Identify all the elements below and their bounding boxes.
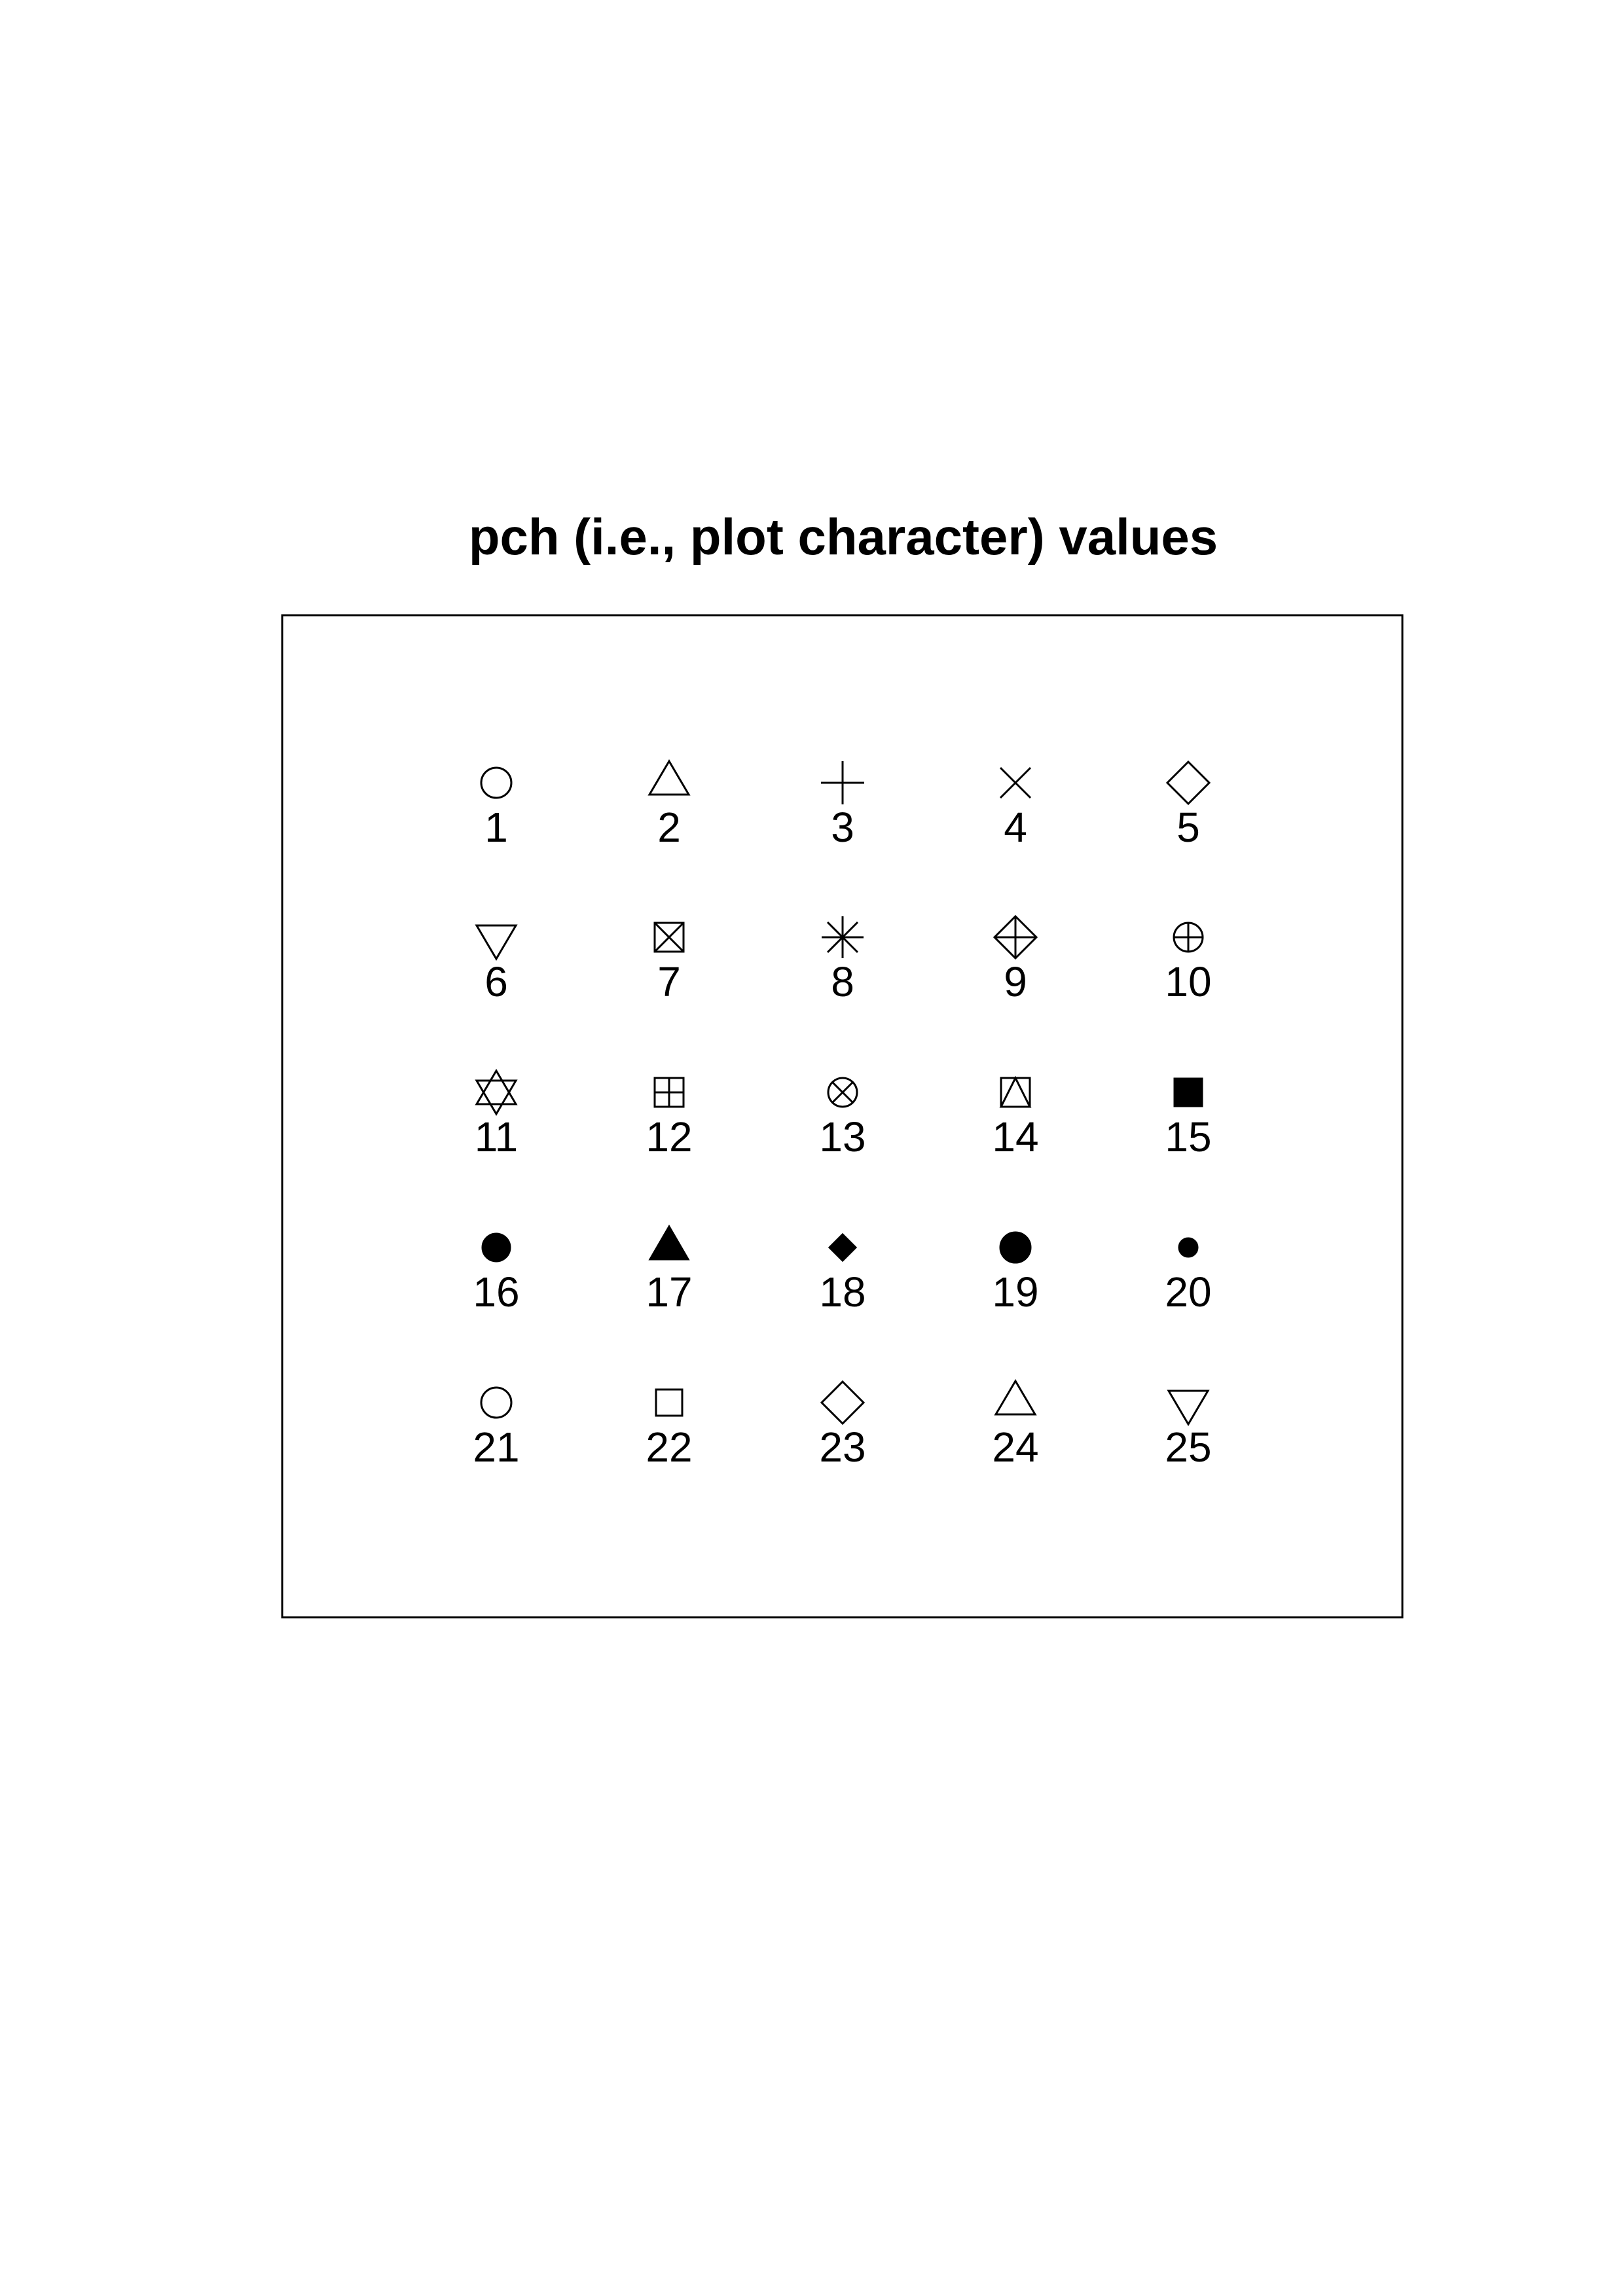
pch-label-23: 23	[819, 1424, 866, 1471]
pch-1-open-circle-icon	[480, 766, 513, 799]
pch-14-square-triangle-icon	[999, 1075, 1032, 1108]
pch-10-circle-plus-icon	[1173, 922, 1204, 953]
pch-17-filled-triangle-up-icon	[648, 1225, 690, 1261]
pch-label-21: 21	[473, 1424, 519, 1471]
pch-label-12: 12	[646, 1113, 692, 1160]
pch-7-square-cross-icon	[653, 922, 685, 953]
pch-label-13: 13	[819, 1113, 866, 1160]
pch-18-filled-diamond-small-icon	[828, 1232, 858, 1263]
pch-label-16: 16	[473, 1268, 519, 1316]
pch-5-open-diamond-icon	[1165, 760, 1211, 806]
pch-label-5: 5	[1176, 804, 1200, 851]
pch-label-4: 4	[1004, 804, 1027, 851]
pch-16-filled-circle-icon	[481, 1232, 511, 1263]
pch-label-11: 11	[475, 1113, 518, 1160]
pch-label-25: 25	[1165, 1424, 1211, 1471]
pch-label-7: 7	[657, 958, 681, 1005]
pch-3-plus-icon	[821, 761, 864, 804]
pch-6-open-triangle-down-icon	[475, 924, 518, 961]
pch-8-asterisk-icon	[822, 916, 864, 958]
pch-9-diamond-plus-icon	[993, 914, 1038, 960]
pch-label-22: 22	[646, 1424, 692, 1471]
pch-21-open-circle-icon	[480, 1386, 513, 1419]
pch-19-filled-circle-large-icon	[999, 1231, 1032, 1264]
pch-label-3: 3	[831, 804, 854, 851]
pch-label-6: 6	[484, 958, 508, 1005]
pch-label-18: 18	[819, 1268, 866, 1316]
chart-title: pch (i.e., plot character) values	[469, 508, 1218, 565]
pch-2-open-triangle-up-icon	[647, 759, 691, 796]
pch-23-open-diamond-icon	[820, 1380, 866, 1426]
pch-13-circle-cross-icon	[827, 1077, 858, 1108]
pch-label-19: 19	[992, 1268, 1038, 1316]
pch-25-open-triangle-down-icon	[1167, 1390, 1210, 1426]
pch-label-2: 2	[657, 804, 681, 851]
pch-label-14: 14	[992, 1113, 1038, 1160]
pch-15-filled-square-icon	[1173, 1077, 1203, 1107]
pch-22-open-square-icon	[655, 1388, 684, 1417]
pch-4-cross-icon	[999, 766, 1032, 799]
pch-label-8: 8	[831, 958, 854, 1005]
pch-label-20: 20	[1165, 1268, 1211, 1316]
pch-label-10: 10	[1165, 958, 1211, 1005]
pch-label-24: 24	[992, 1424, 1038, 1471]
pch-label-17: 17	[646, 1268, 692, 1316]
pch-24-open-triangle-up-icon	[994, 1379, 1037, 1416]
pch-20-filled-circle-small-icon	[1178, 1237, 1199, 1258]
pch-label-9: 9	[1004, 958, 1027, 1005]
plot-box	[281, 614, 1404, 1619]
pch-12-square-plus-icon	[653, 1077, 685, 1108]
pch-label-1: 1	[484, 804, 508, 851]
pch-label-15: 15	[1165, 1113, 1211, 1160]
pch-11-star-of-david-icon	[475, 1069, 518, 1116]
